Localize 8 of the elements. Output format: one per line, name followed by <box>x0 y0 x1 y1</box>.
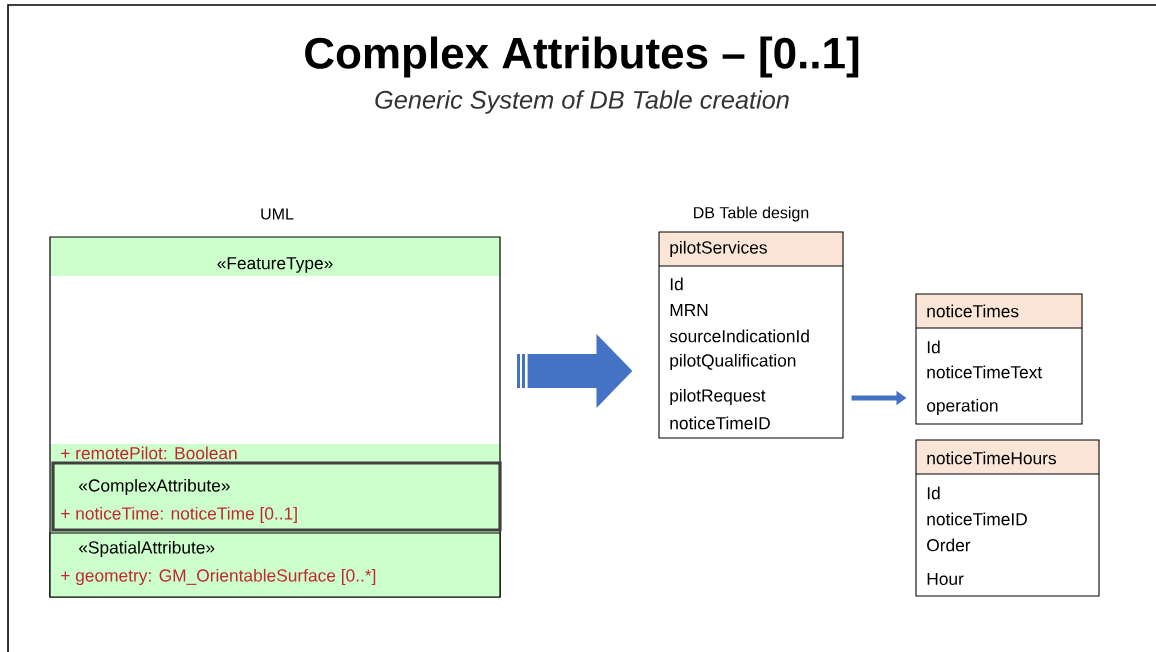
table-box: noticeTimeHours Id noticeTimeID Order Hour <box>915 439 1100 597</box>
table-box: noticeTimes Id noticeTimeText operation <box>915 293 1083 425</box>
attribute-compartment: «SpatialAttribute» + geometry: GM_OrientableSurface [0..*] <box>49 532 501 598</box>
title: Complex Attributes – [0..1] <box>305 36 859 78</box>
table-box: pilotServices Id MRN sourceIndicationId pilotQualification pilotRequest noticeTimeID <box>658 231 844 439</box>
subtitle: Generic System of DB Table creation <box>375 90 789 114</box>
attribute-compartment: «ComplexAttribute» + noticeTime: noticeTime [0..1] <box>51 461 502 532</box>
section-label: UML <box>261 208 294 220</box>
